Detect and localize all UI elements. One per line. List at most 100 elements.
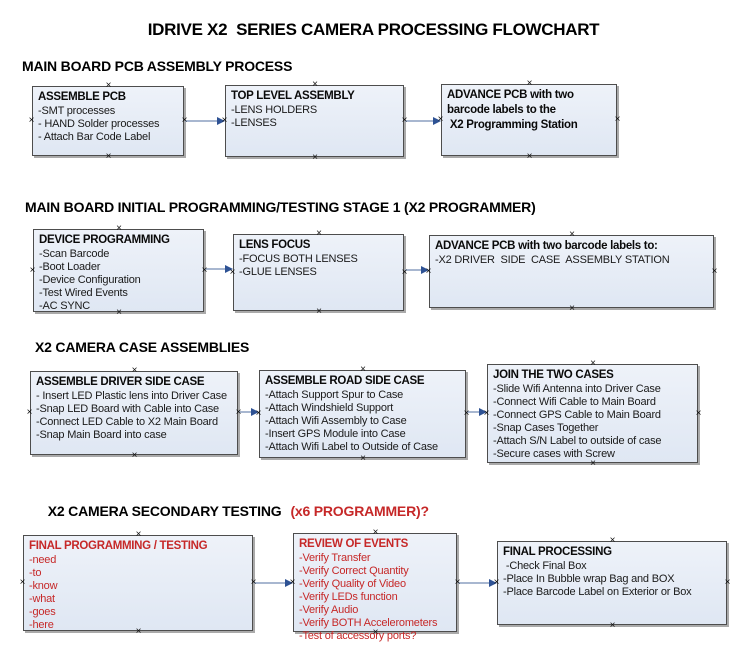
box-item: -Attach S/N Label to outside of case bbox=[493, 435, 662, 447]
connection-handle-bottom-icon[interactable] bbox=[115, 308, 124, 317]
connection-handle-left-icon[interactable] bbox=[424, 267, 433, 276]
connection-handle-bottom-icon[interactable] bbox=[134, 627, 143, 636]
box-item: -what bbox=[29, 593, 55, 605]
box-title: ASSEMBLE PCB bbox=[38, 91, 126, 103]
section-heading-red-text: (x6 PROGRAMMER)? bbox=[290, 503, 429, 519]
box-item: -Attach Windshield Support bbox=[265, 402, 394, 414]
box-item: -Attach Wifi Assembly to Case bbox=[265, 415, 407, 427]
connection-handle-right-icon[interactable] bbox=[613, 115, 622, 124]
connection-handle-top-icon[interactable] bbox=[525, 79, 534, 88]
box-item: -Attach Wifi Label to Outside of Case bbox=[265, 441, 438, 453]
connection-handle-right-icon[interactable] bbox=[234, 408, 243, 417]
box-item: -Verify Quality of Video bbox=[299, 578, 406, 590]
page-title: IDRIVE X2 SERIES CAMERA PROCESSING FLOWC… bbox=[147, 20, 600, 39]
box-title: ADVANCE PCB with two barcode labels to t… bbox=[447, 89, 578, 131]
connection-handle-bottom-icon[interactable] bbox=[608, 621, 617, 630]
box-item: -SMT processes bbox=[38, 105, 116, 117]
box-item: -Attach Support Spur to Case bbox=[265, 389, 404, 401]
connection-handle-bottom-icon[interactable] bbox=[589, 459, 598, 468]
connection-handle-top-icon[interactable] bbox=[311, 80, 320, 89]
connection-handle-left-icon[interactable] bbox=[18, 578, 27, 587]
box-item: -Verify Audio bbox=[299, 604, 359, 616]
box-item: -Verify Transfer bbox=[299, 552, 371, 564]
connection-handle-top-icon[interactable] bbox=[589, 359, 598, 368]
connection-handle-left-icon[interactable] bbox=[254, 409, 263, 418]
box-item: -LENSES bbox=[231, 117, 277, 129]
box-item: -Snap Main Board into case bbox=[36, 429, 167, 441]
connection-handle-right-icon[interactable] bbox=[249, 578, 258, 587]
box-item: -Insert GPS Module into Case bbox=[265, 428, 406, 440]
flow-box-advance-pcb-to-driver-side-station[interactable]: ADVANCE PCB with two barcode labels to: … bbox=[429, 235, 714, 308]
connection-handle-top-icon[interactable] bbox=[315, 229, 324, 238]
connection-handle-bottom-icon[interactable] bbox=[568, 304, 577, 313]
connection-handle-left-icon[interactable] bbox=[27, 116, 36, 125]
connection-handle-top-icon[interactable] bbox=[359, 365, 368, 374]
connection-handle-left-icon[interactable] bbox=[25, 408, 34, 417]
flow-box-lens-focus[interactable]: LENS FOCUS -FOCUS BOTH LENSES -GLUE LENS… bbox=[233, 234, 404, 311]
box-item: -Slide Wifi Antenna into Driver Case bbox=[493, 383, 661, 395]
connection-handle-top-icon[interactable] bbox=[134, 530, 143, 539]
box-item: -here bbox=[29, 619, 54, 631]
connection-handle-bottom-icon[interactable] bbox=[130, 451, 139, 460]
connection-handle-top-icon[interactable] bbox=[130, 366, 139, 375]
connection-handle-right-icon[interactable] bbox=[400, 116, 409, 125]
connection-handle-left-icon[interactable] bbox=[482, 409, 491, 418]
connection-handle-bottom-icon[interactable] bbox=[525, 152, 534, 161]
box-item: -Snap Cases Together bbox=[493, 422, 599, 434]
box-title: JOIN THE TWO CASES bbox=[493, 369, 614, 381]
connection-handle-bottom-icon[interactable] bbox=[315, 307, 324, 316]
box-title: ASSEMBLE DRIVER SIDE CASE bbox=[36, 376, 205, 388]
box-title: TOP LEVEL ASSEMBLY bbox=[231, 90, 355, 102]
connector-arrow-final-programming-to-review[interactable] bbox=[254, 579, 293, 587]
connection-handle-left-icon[interactable] bbox=[28, 266, 37, 275]
box-title: REVIEW OF EVENTS bbox=[299, 538, 408, 550]
box-item: -goes bbox=[29, 606, 56, 618]
connection-handle-left-icon[interactable] bbox=[288, 578, 297, 587]
flow-box-top-level-assembly[interactable]: TOP LEVEL ASSEMBLY -LENS HOLDERS -LENSES bbox=[225, 85, 404, 157]
connection-handle-bottom-icon[interactable] bbox=[371, 628, 380, 637]
box-item: -Verify LEDs function bbox=[299, 591, 398, 603]
section-heading-black-text: X2 CAMERA SECONDARY TESTING bbox=[47, 503, 282, 519]
connection-handle-right-icon[interactable] bbox=[453, 578, 462, 587]
box-title: FINAL PROCESSING bbox=[503, 546, 612, 558]
box-title: ASSEMBLE ROAD SIDE CASE bbox=[265, 375, 425, 387]
connection-handle-bottom-icon[interactable] bbox=[359, 454, 368, 463]
connection-handle-bottom-icon[interactable] bbox=[311, 153, 320, 162]
flow-box-final-processing[interactable]: FINAL PROCESSING -Check Final Box -Place… bbox=[497, 541, 727, 625]
connection-handle-right-icon[interactable] bbox=[462, 409, 471, 418]
connection-handle-right-icon[interactable] bbox=[710, 267, 719, 276]
connector-arrow-assemble-pcb-to-top-level[interactable] bbox=[185, 117, 225, 125]
box-item: -Check Final Box bbox=[503, 560, 587, 572]
connection-handle-left-icon[interactable] bbox=[220, 116, 229, 125]
connection-handle-top-icon[interactable] bbox=[568, 230, 577, 239]
flow-box-join-the-two-cases[interactable]: JOIN THE TWO CASES -Slide Wifi Antenna i… bbox=[487, 364, 698, 463]
flow-box-assemble-driver-side-case[interactable]: ASSEMBLE DRIVER SIDE CASE - Insert LED P… bbox=[30, 371, 238, 455]
flow-box-assemble-pcb[interactable]: ASSEMBLE PCB -SMT processes - HAND Solde… bbox=[32, 86, 184, 156]
box-title: DEVICE PROGRAMMING bbox=[39, 234, 170, 246]
connection-handle-right-icon[interactable] bbox=[723, 578, 732, 587]
connection-handle-top-icon[interactable] bbox=[608, 536, 617, 545]
connection-handle-right-icon[interactable] bbox=[400, 268, 409, 277]
box-item: -AC SYNC bbox=[39, 300, 90, 312]
box-item: -Boot Loader bbox=[39, 261, 101, 273]
connection-handle-right-icon[interactable] bbox=[200, 266, 209, 275]
connection-handle-left-icon[interactable] bbox=[228, 268, 237, 277]
connection-handle-right-icon[interactable] bbox=[180, 116, 189, 125]
box-item: -FOCUS BOTH LENSES bbox=[239, 253, 358, 265]
connector-arrow-review-to-final-processing[interactable] bbox=[458, 579, 497, 587]
connection-handle-left-icon[interactable] bbox=[492, 578, 501, 587]
connection-handle-left-icon[interactable] bbox=[436, 115, 445, 124]
flow-box-final-programming-testing[interactable]: FINAL PROGRAMMING / TESTING -need -to -k… bbox=[23, 535, 253, 631]
flow-box-device-programming[interactable]: DEVICE PROGRAMMING -Scan Barcode -Boot L… bbox=[33, 229, 204, 312]
section-heading-initial-programming: MAIN BOARD INITIAL PROGRAMMING/TESTING S… bbox=[25, 199, 536, 215]
connector-arrow-top-level-to-advance-pcb[interactable] bbox=[405, 117, 441, 125]
flow-box-review-of-events[interactable]: REVIEW OF EVENTS -Verify Transfer -Verif… bbox=[293, 533, 457, 642]
connection-handle-bottom-icon[interactable] bbox=[104, 152, 113, 161]
connection-handle-top-icon[interactable] bbox=[371, 528, 380, 537]
connection-handle-top-icon[interactable] bbox=[115, 224, 124, 233]
connection-handle-right-icon[interactable] bbox=[694, 409, 703, 418]
connection-handle-top-icon[interactable] bbox=[104, 81, 113, 90]
flow-box-assemble-road-side-case[interactable]: ASSEMBLE ROAD SIDE CASE -Attach Support … bbox=[259, 370, 466, 458]
flow-box-advance-pcb-to-programming-station[interactable]: ADVANCE PCB with two barcode labels to t… bbox=[441, 84, 617, 156]
